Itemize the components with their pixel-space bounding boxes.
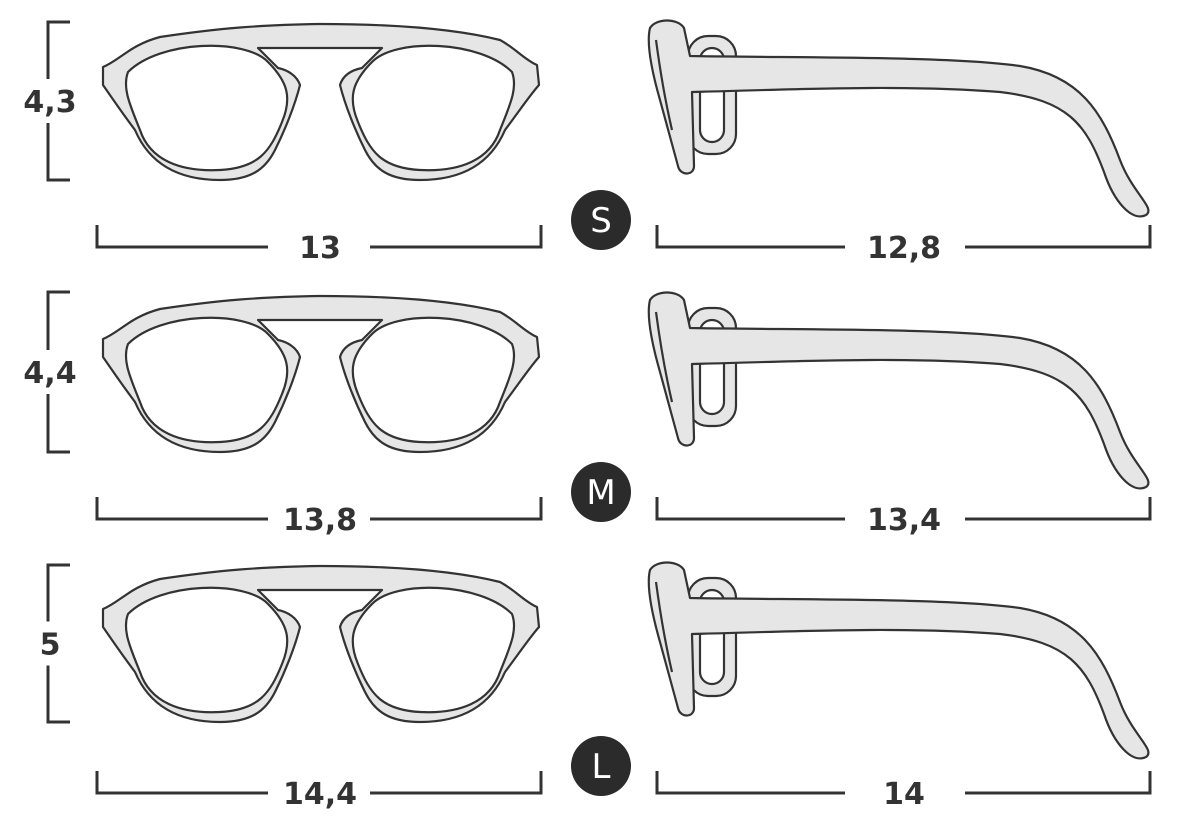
glasses-side-view (647, 19, 1150, 218)
temple-length-label: 12,8 (867, 231, 941, 266)
glasses-front-view (101, 294, 541, 454)
glasses-front-view (101, 564, 541, 724)
size-row-m: 4,4 13,8 13,4 M (20, 290, 1152, 538)
size-badge-label: M (586, 473, 615, 513)
front-width-label: 13,8 (283, 503, 357, 538)
temple-length-dimension-line (655, 771, 1152, 795)
size-row-l: 5 14,4 14 L (20, 561, 1152, 812)
height-label: 5 (40, 628, 61, 663)
glasses-front-view (101, 22, 541, 182)
front-width-dimension-line (95, 497, 543, 521)
front-width-dimension-line (95, 225, 543, 249)
glasses-side-view (647, 291, 1150, 490)
front-width-dimension-line (95, 771, 543, 795)
temple-length-dimension-line (655, 497, 1152, 521)
size-badge (571, 462, 631, 522)
height-label: 4,3 (23, 85, 76, 120)
size-row-s: 4,3 13 12,8 S (20, 19, 1152, 266)
front-width-label: 14,4 (283, 777, 357, 812)
size-badge-label: L (592, 747, 611, 787)
front-width-label: 13 (299, 231, 341, 266)
size-badge (571, 736, 631, 796)
height-label: 4,4 (23, 356, 76, 391)
temple-length-dimension-line (655, 225, 1152, 249)
temple-length-label: 13,4 (867, 503, 941, 538)
glasses-side-view (647, 561, 1150, 760)
size-badge (571, 190, 631, 250)
temple-length-label: 14 (883, 777, 925, 812)
size-badge-label: S (590, 201, 612, 241)
